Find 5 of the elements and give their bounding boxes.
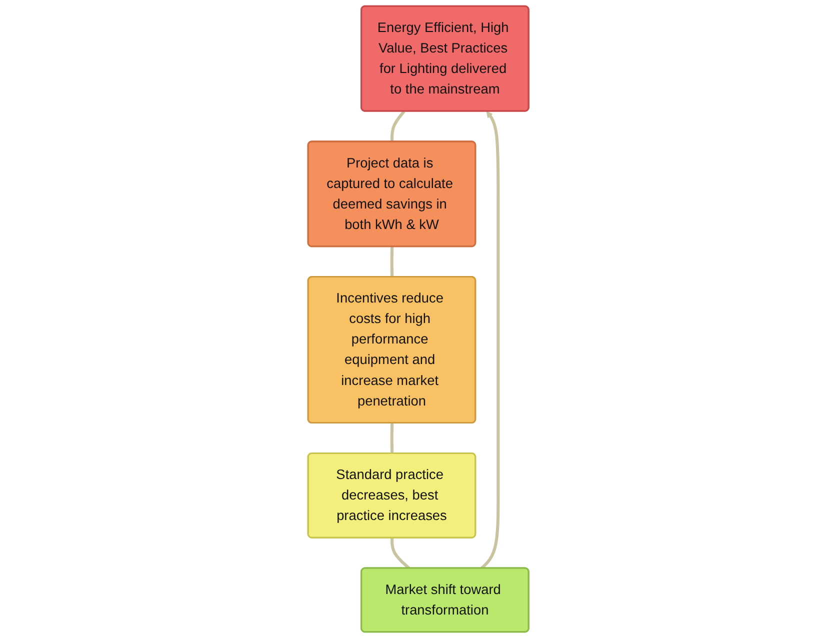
connector bbox=[390, 423, 394, 454]
connector bbox=[390, 246, 394, 278]
arrow bbox=[480, 111, 500, 570]
connector bbox=[390, 110, 406, 142]
connector bbox=[390, 538, 410, 570]
